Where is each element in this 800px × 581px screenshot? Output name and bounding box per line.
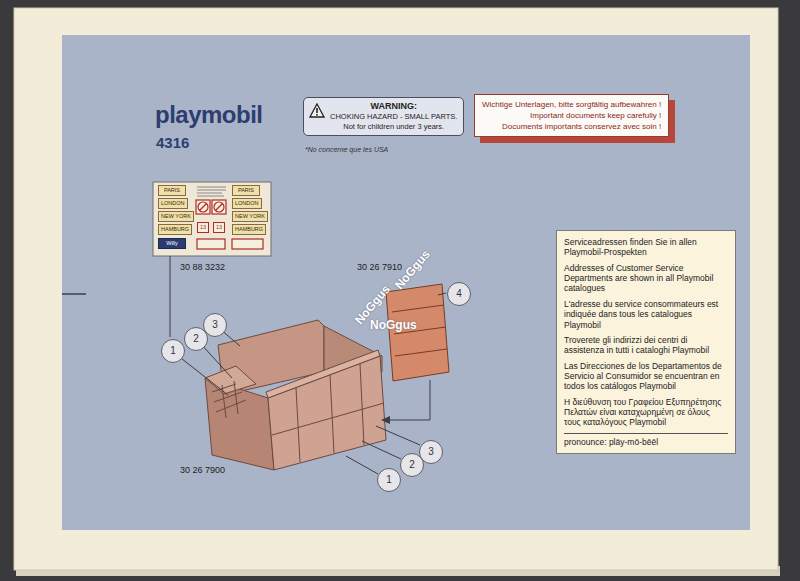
callout-number: 2 (185, 328, 207, 350)
sticker-text: NEW YORK (235, 213, 265, 220)
sticker-text: Willy (161, 240, 183, 247)
sticker-text: HAMBURG (161, 226, 189, 233)
callout-number: 3 (420, 441, 442, 463)
sticker-text: PARIS (235, 187, 257, 194)
sticker-text: 13 (200, 224, 206, 231)
part-number: 30 26 7900 (180, 465, 225, 475)
sticker-text: PARIS (161, 187, 183, 194)
service-text: L'adresse du service consommateurs est i… (564, 299, 728, 330)
notice-text: Wichtige Unterlagen, bitte sorgfältig au… (482, 99, 661, 110)
crate-drawing (205, 320, 386, 470)
callout-circle: 4 (447, 282, 471, 306)
warning-icon (309, 103, 325, 118)
callout-number: 4 (448, 283, 470, 305)
notice-text: Important documents keep carefully ! (482, 110, 661, 121)
sticker: NEW YORK (232, 211, 268, 222)
part-number: 30 26 7910 (357, 262, 402, 272)
notice-box: Wichtige Unterlagen, bitte sorgfältig au… (474, 94, 669, 137)
service-text: Addresses of Customer Service Department… (564, 263, 728, 294)
sticker: LONDON (232, 198, 262, 209)
watermark: NoGgus (370, 318, 417, 332)
sticker: Willy (158, 238, 186, 249)
callout-circle: 3 (203, 313, 227, 337)
fine-print (197, 187, 226, 196)
article-number: 4316 (156, 134, 189, 151)
warning-box: WARNING:CHOKING HAZARD - SMALL PARTS.Not… (303, 97, 464, 136)
callout-number: 3 (204, 314, 226, 336)
service-text: Las Direcciones de los Departamentos de … (564, 361, 728, 392)
sticker: PARIS (232, 185, 260, 196)
service-text: Troverete gli indirizzi dei centri di as… (564, 335, 728, 356)
sticker: PARIS (158, 185, 186, 196)
sticker: 13 (197, 222, 209, 233)
warning-text: WARNING: (330, 101, 457, 112)
service-text: Η διεύθυνση του Γραφείου Εξυπηρέτησης Πε… (564, 397, 728, 428)
callout-number: 1 (162, 340, 184, 362)
sticker-text: LONDON (235, 200, 259, 207)
callout-circle: 1 (377, 468, 401, 492)
sticker-text: 13 (216, 224, 222, 231)
blank-red-stickers (197, 239, 263, 249)
footnote: *No concerne que les USA (305, 146, 388, 153)
crossed-circle-stickers (196, 200, 226, 214)
callout-circle: 1 (161, 339, 185, 363)
service-text: Serviceadressen finden Sie in allen Play… (564, 237, 728, 258)
sticker: LONDON (158, 198, 188, 209)
callout-number: 2 (401, 454, 423, 476)
sticker-text: HAMBURG (235, 226, 263, 233)
warning-text: Not for children under 3 years. (330, 122, 457, 132)
callout-number: 1 (378, 469, 400, 491)
brand-logo: playmobil (155, 101, 263, 129)
callout-circle: 2 (400, 453, 424, 477)
printed-area (62, 35, 750, 530)
panel-drawing (386, 284, 449, 381)
sticker: HAMBURG (158, 224, 192, 235)
fold-mark (62, 293, 86, 295)
sticker: 13 (213, 222, 225, 233)
arrow-head (381, 416, 390, 424)
notice-text: Documents importants conservez avec soin… (482, 121, 661, 132)
part-number: 30 88 3232 (180, 262, 225, 272)
sticker-text: LONDON (161, 200, 185, 207)
service-text: pronounce: pläy-mō-bēēl (564, 433, 728, 447)
sticker: HAMBURG (232, 224, 266, 235)
warning-text: CHOKING HAZARD - SMALL PARTS. (330, 112, 457, 122)
sticker-text: NEW YORK (161, 213, 191, 220)
sticker: NEW YORK (158, 211, 194, 222)
service-box: Serviceadressen finden Sie in allen Play… (556, 230, 736, 454)
paper (14, 8, 778, 570)
sticker-sheet (153, 182, 271, 256)
